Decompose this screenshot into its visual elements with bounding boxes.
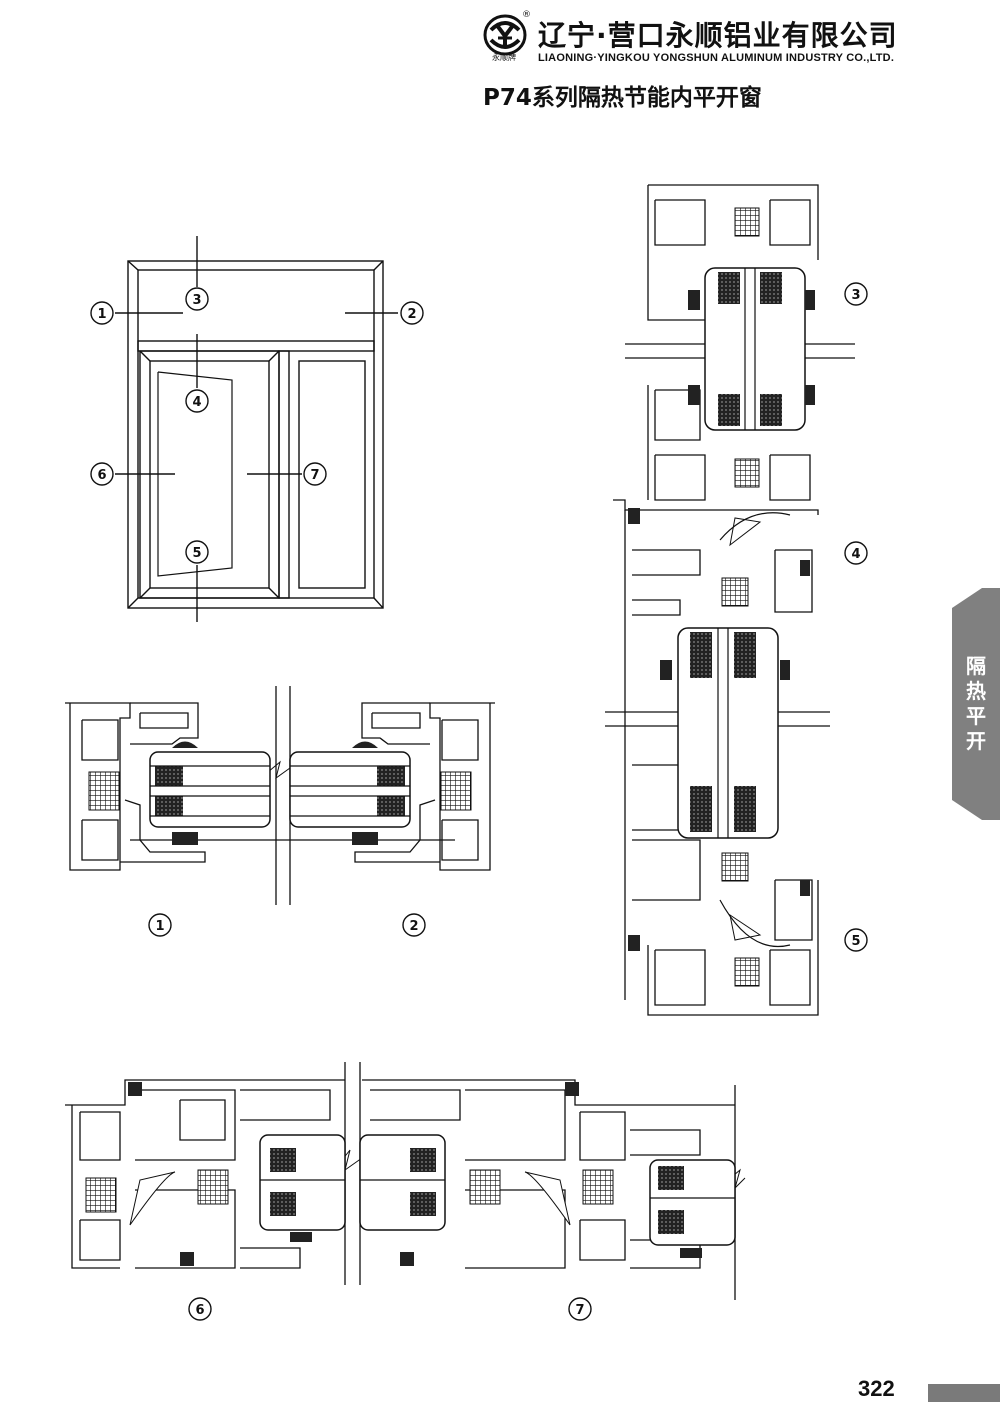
section-callout-7: 7: [575, 1303, 584, 1318]
section-callout-2: 2: [409, 919, 418, 934]
section-callout-1: 1: [155, 919, 164, 934]
section-callout-4: 4: [851, 547, 860, 562]
page-number: 322: [858, 1376, 895, 1401]
page-title: P74系列隔热节能内平开窗: [483, 85, 762, 111]
window-elevation: [115, 236, 398, 622]
callout-1: 1: [97, 307, 106, 322]
section-callout-3: 3: [851, 288, 860, 303]
section-tab: [952, 588, 1000, 820]
company-logo-icon: [483, 14, 527, 56]
section-tab-label: 隔热平开: [966, 654, 986, 753]
section-callout-6: 6: [195, 1303, 204, 1318]
callout-3: 3: [192, 293, 201, 308]
company-name-cn: 辽宁·营口永顺铝业有限公司: [538, 19, 898, 52]
vertical-section-3-4-5: [605, 184, 855, 1016]
section-callout-5: 5: [851, 934, 860, 949]
company-name-en: LIAONING·YINGKOU YONGSHUN ALUMINUM INDUS…: [538, 52, 895, 64]
callout-2: 2: [407, 307, 416, 322]
callout-4: 4: [192, 395, 201, 410]
mullion-section-6-7: [65, 1062, 746, 1300]
callout-6: 6: [97, 468, 106, 483]
page-bar: [928, 1384, 1000, 1402]
callout-5: 5: [192, 546, 201, 561]
callouts: [90, 282, 868, 1321]
logo-caption: 永顺牌: [492, 53, 516, 62]
callout-7: 7: [310, 468, 319, 483]
registered-mark: ®: [522, 10, 531, 20]
horizontal-section-1-2: [65, 686, 495, 905]
